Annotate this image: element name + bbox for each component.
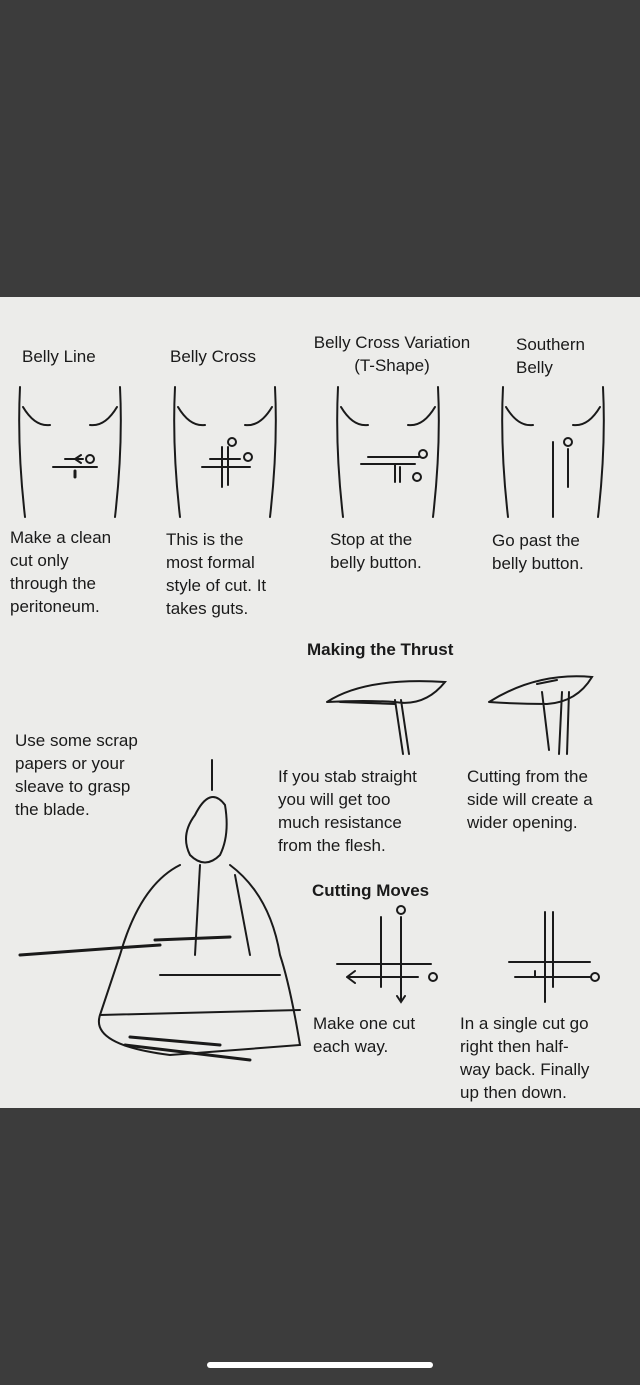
torso-belly-cross-illustration: [173, 386, 277, 518]
caption-cut-from-side: Cutting from the side will create a wide…: [467, 767, 593, 832]
caption-belly-cross: This is the most formal style of cut. It…: [166, 530, 267, 618]
caption-belly-line: Make a clean cut only through the perito…: [10, 528, 112, 616]
seppuku-infographic: Belly Line Belly Cross Belly Cross Varia…: [0, 297, 640, 1108]
cutting-one-each-way-diagram: [336, 905, 438, 1004]
title-belly-line: Belly Line: [22, 347, 96, 366]
torso-belly-line-illustration: [18, 386, 122, 518]
caption-one-cut-each-way: Make one cut each way.: [313, 1014, 416, 1056]
thrust-straight-illustration: [326, 680, 447, 755]
cutting-single-cut-diagram: [508, 911, 600, 1003]
heading-cutting-moves: Cutting Moves: [312, 881, 430, 900]
title-belly-cross: Belly Cross: [170, 347, 256, 366]
caption-belly-cross-variation: Stop at the belly button.: [330, 530, 422, 572]
caption-southern-belly: Go past the belly button.: [492, 531, 584, 573]
thrust-side-illustration: [488, 675, 594, 755]
torso-southern-belly-illustration: [501, 386, 605, 518]
caption-stab-straight: If you stab straight you will get too mu…: [278, 767, 417, 855]
torso-t-shape-illustration: [336, 386, 440, 518]
heading-making-the-thrust: Making the Thrust: [307, 640, 454, 659]
samurai-kneeling-illustration: [18, 759, 302, 1062]
caption-single-cut: In a single cut go right then half- way …: [460, 1014, 590, 1102]
home-indicator[interactable]: [207, 1362, 433, 1368]
title-belly-cross-variation: Belly Cross Variation (T-Shape): [313, 333, 471, 375]
title-southern-belly: Southern Belly: [516, 335, 585, 377]
grip-note: Use some scrap papers or your sleave to …: [15, 731, 138, 819]
